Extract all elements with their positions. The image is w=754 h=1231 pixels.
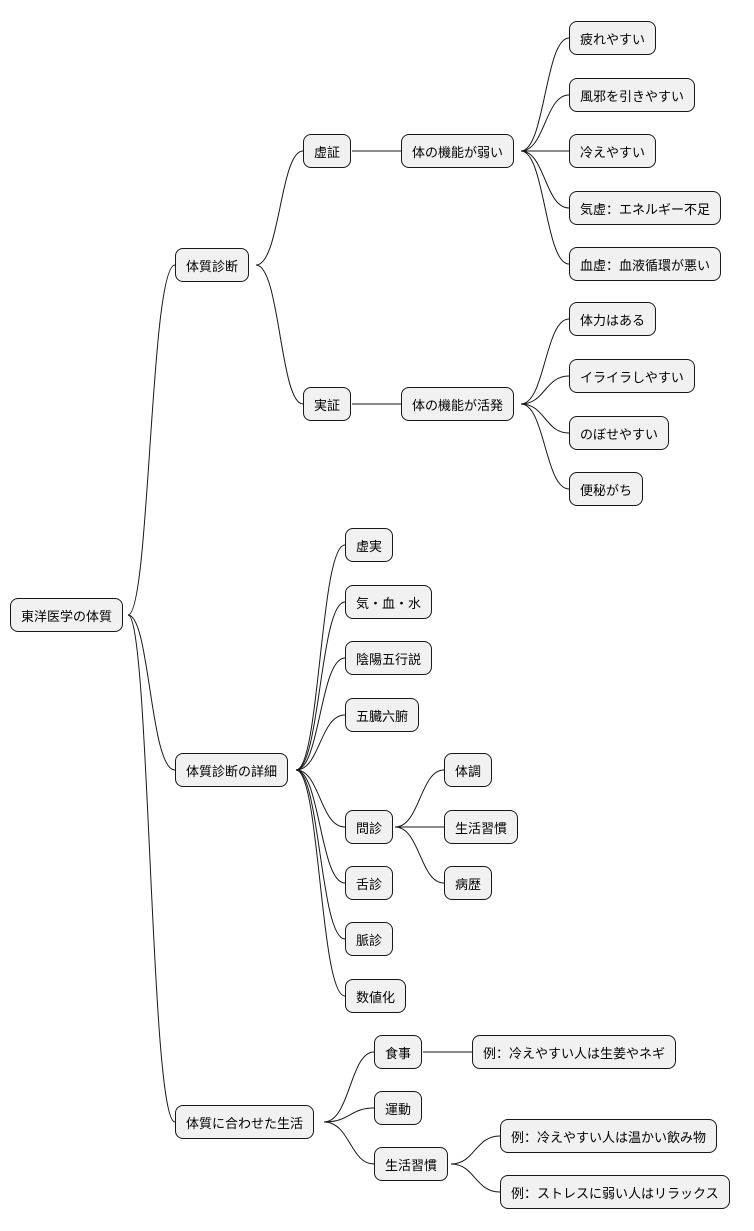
- node-label: 陰陽五行説: [356, 652, 422, 668]
- node-kyosho-item: 血虚：血液循環が悪い: [569, 247, 722, 281]
- node-label: 実証: [314, 398, 341, 414]
- node-label: 体質に合わせた生活: [186, 1116, 304, 1132]
- node-shokuji-example: 例：冷えやすい人は生姜やネギ: [472, 1035, 677, 1069]
- node-jissho-item: のぼせやすい: [569, 416, 670, 450]
- node-label: 体力はある: [580, 313, 646, 329]
- node-label: 例：ストレスに弱い人はリラックス: [511, 1186, 719, 1202]
- node-shousai-item: 数値化: [345, 979, 407, 1013]
- node-label: 冷えやすい: [580, 145, 646, 161]
- node-kyosho: 虚証: [303, 134, 352, 168]
- node-label: 生活習慣: [455, 821, 508, 837]
- node-label: 体質診断の詳細: [186, 764, 278, 780]
- node-kyosho-item: 疲れやすい: [569, 21, 657, 55]
- node-kyosho-item: 冷えやすい: [569, 134, 657, 168]
- node-monshin: 問診: [345, 810, 394, 844]
- node-label: 虚証: [314, 145, 341, 161]
- node-jissho-item: イライラしやすい: [569, 359, 695, 393]
- node-shukan-example: 例：冷えやすい人は温かい飲み物: [500, 1119, 718, 1153]
- node-label: 舌診: [356, 877, 383, 893]
- node-seikatsu-shukan: 生活習慣: [374, 1147, 449, 1181]
- node-jissho-item: 便秘がち: [569, 472, 644, 506]
- node-label: 脈診: [356, 933, 383, 949]
- node-undou: 運動: [374, 1091, 423, 1125]
- node-label: 体調: [455, 764, 482, 780]
- node-monshin-child: 体調: [444, 753, 493, 787]
- node-label: 例：冷えやすい人は生姜やネギ: [483, 1046, 666, 1062]
- node-shousai-item: 五臓六腑: [345, 698, 420, 732]
- node-label: 虚実: [356, 539, 383, 555]
- root-label: 東洋医学の体質: [21, 609, 113, 625]
- node-shousai-item: 気・血・水: [345, 585, 433, 619]
- node-label: 問診: [356, 821, 383, 837]
- node-label: 体の機能が活発: [412, 398, 504, 414]
- node-kyosho-item: 風邪を引きやすい: [569, 78, 696, 112]
- node-label: 食事: [385, 1046, 412, 1062]
- node-taishitsu-shindan: 体質診断: [175, 248, 250, 282]
- node-label: 例：冷えやすい人は温かい飲み物: [511, 1130, 707, 1146]
- node-kinou-yowai: 体の機能が弱い: [401, 134, 515, 168]
- node-label: 気虚：エネルギー不足: [580, 202, 711, 218]
- node-label: 体質診断: [186, 259, 239, 275]
- node-label: 便秘がち: [580, 483, 633, 499]
- node-shousai-item: 舌診: [345, 866, 394, 900]
- node-label: イライラしやすい: [580, 370, 684, 386]
- node-monshin-child: 生活習慣: [444, 810, 519, 844]
- node-shukan-example: 例：ストレスに弱い人はリラックス: [500, 1175, 730, 1209]
- node-kyosho-item: 気虚：エネルギー不足: [569, 191, 722, 225]
- node-kinou-kappatsu: 体の機能が活発: [401, 387, 515, 421]
- node-label: 体の機能が弱い: [412, 145, 504, 161]
- node-label: 五臓六腑: [356, 709, 409, 725]
- node-jissho-item: 体力はある: [569, 302, 657, 336]
- node-label: のぼせやすい: [580, 427, 659, 443]
- node-shokuji: 食事: [374, 1035, 423, 1069]
- node-label: 運動: [385, 1102, 412, 1118]
- node-seikatsu: 体質に合わせた生活: [175, 1105, 315, 1139]
- node-label: 生活習慣: [385, 1158, 438, 1174]
- node-shousai-item: 脈診: [345, 922, 394, 956]
- node-label: 数値化: [356, 990, 396, 1006]
- node-label: 気・血・水: [356, 596, 422, 612]
- node-monshin-child: 病歴: [444, 866, 493, 900]
- node-label: 風邪を引きやすい: [580, 89, 685, 105]
- node-shindan-shousai: 体質診断の詳細: [175, 753, 289, 787]
- root-node: 東洋医学の体質: [10, 598, 124, 632]
- node-label: 病歴: [455, 877, 482, 893]
- node-label: 血虚：血液循環が悪い: [580, 258, 711, 274]
- node-shousai-item: 虚実: [345, 528, 394, 562]
- node-jissho: 実証: [303, 387, 352, 421]
- node-label: 疲れやすい: [580, 32, 646, 48]
- node-shousai-item: 陰陽五行説: [345, 641, 433, 675]
